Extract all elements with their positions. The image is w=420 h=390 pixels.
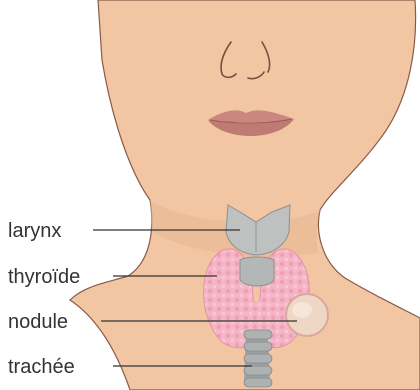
trachea-ring [244, 354, 272, 363]
nodule-highlight [292, 302, 312, 318]
trachea-ring [244, 366, 272, 375]
trachea-label: trachée [8, 356, 75, 378]
trachea-ring [244, 330, 272, 339]
thyroid-label: thyroïde [8, 266, 80, 288]
larynx-label: larynx [8, 220, 61, 242]
thyroid-nodule [286, 294, 328, 336]
thyroid-isthmus [238, 301, 276, 332]
trachea-ring [244, 342, 272, 351]
nodule-label: nodule [8, 311, 68, 333]
cricoid-cartilage [240, 257, 274, 286]
trachea [244, 330, 272, 387]
trachea-ring [244, 378, 272, 387]
labels: larynx thyroïde nodule trachée [8, 220, 80, 378]
